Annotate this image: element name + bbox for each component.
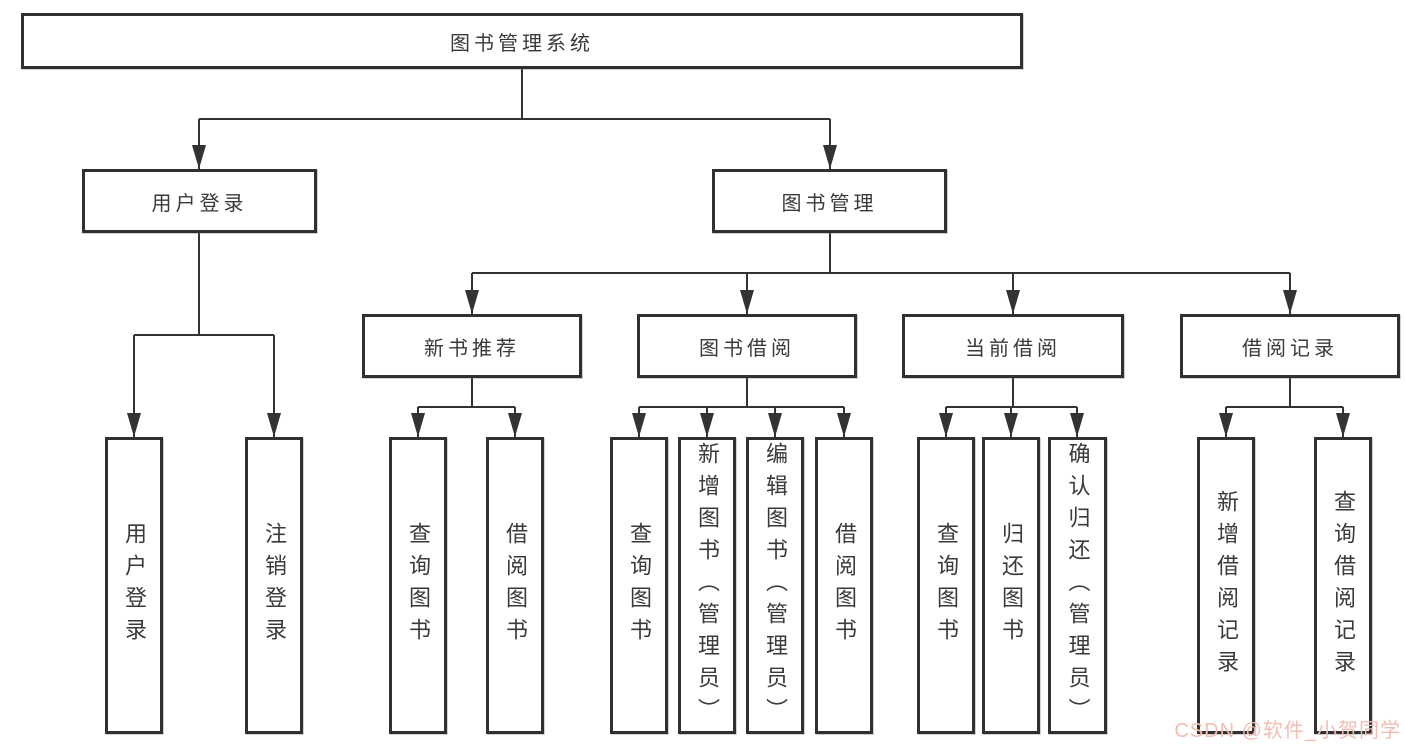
connector-root-to-level2 xyxy=(192,69,837,169)
leaf-logout-label: 注销登录 xyxy=(262,521,287,650)
node-book-borrow: 图书借阅 xyxy=(637,314,857,378)
leaf-user-login-label: 用户登录 xyxy=(122,521,147,650)
node-book-borrow-label: 图书借阅 xyxy=(699,337,795,360)
connector-mgmt-to-level3 xyxy=(465,233,1297,314)
leaf-current-confirm-admin: 确认归还（管理员） xyxy=(1048,437,1107,734)
node-new-book-recommend: 新书推荐 xyxy=(362,314,582,378)
leaf-newbook-borrow-label: 借阅图书 xyxy=(503,521,528,650)
leaf-record-query: 查询借阅记录 xyxy=(1314,437,1372,734)
leaf-borrow-query: 查询图书 xyxy=(610,437,668,734)
leaf-user-login: 用户登录 xyxy=(105,437,163,734)
connector-newbook-to-leaves xyxy=(411,378,522,437)
node-user-login-label: 用户登录 xyxy=(151,192,248,215)
node-book-management-label: 图书管理 xyxy=(781,192,878,215)
csdn-watermark: CSDN @软件_小贺同学 xyxy=(1174,720,1401,742)
leaf-current-query: 查询图书 xyxy=(917,437,975,734)
node-current-borrow-label: 当前借阅 xyxy=(965,337,1061,360)
node-root-label: 图书管理系统 xyxy=(450,32,594,55)
leaf-newbook-query-label: 查询图书 xyxy=(406,521,431,650)
connector-records-to-leaves xyxy=(1219,378,1350,437)
node-borrow-records-label: 借阅记录 xyxy=(1242,337,1338,360)
node-new-book-recommend-label: 新书推荐 xyxy=(424,337,520,360)
node-borrow-records: 借阅记录 xyxy=(1180,314,1400,378)
leaf-current-confirm-admin-label: 确认归还（管理员） xyxy=(1065,441,1091,730)
connector-login-to-leaves xyxy=(127,233,281,437)
leaf-borrow-query-label: 查询图书 xyxy=(627,521,652,650)
leaf-record-query-label: 查询借阅记录 xyxy=(1331,489,1356,682)
leaf-logout: 注销登录 xyxy=(245,437,303,734)
node-user-login: 用户登录 xyxy=(82,169,317,233)
leaf-borrow-book: 借阅图书 xyxy=(815,437,873,734)
leaf-current-return: 归还图书 xyxy=(982,437,1040,734)
leaf-current-return-label: 归还图书 xyxy=(999,521,1024,650)
leaf-borrow-edit-admin: 编辑图书（管理员） xyxy=(746,437,804,734)
leaf-newbook-borrow: 借阅图书 xyxy=(486,437,544,734)
leaf-borrow-add-admin-label: 新增图书（管理员） xyxy=(695,441,720,730)
leaf-borrow-edit-admin-label: 编辑图书（管理员） xyxy=(763,441,788,730)
connector-current-to-leaves xyxy=(939,378,1084,437)
leaf-newbook-query: 查询图书 xyxy=(389,437,447,734)
node-root: 图书管理系统 xyxy=(21,13,1023,69)
leaf-record-add: 新增借阅记录 xyxy=(1197,437,1255,734)
leaf-borrow-add-admin: 新增图书（管理员） xyxy=(678,437,736,734)
leaf-record-add-label: 新增借阅记录 xyxy=(1214,489,1239,682)
leaf-borrow-book-label: 借阅图书 xyxy=(832,521,857,650)
node-book-management: 图书管理 xyxy=(712,169,947,233)
connector-borrow-to-leaves xyxy=(632,378,851,437)
node-current-borrow: 当前借阅 xyxy=(902,314,1124,378)
leaf-current-query-label: 查询图书 xyxy=(934,521,959,650)
